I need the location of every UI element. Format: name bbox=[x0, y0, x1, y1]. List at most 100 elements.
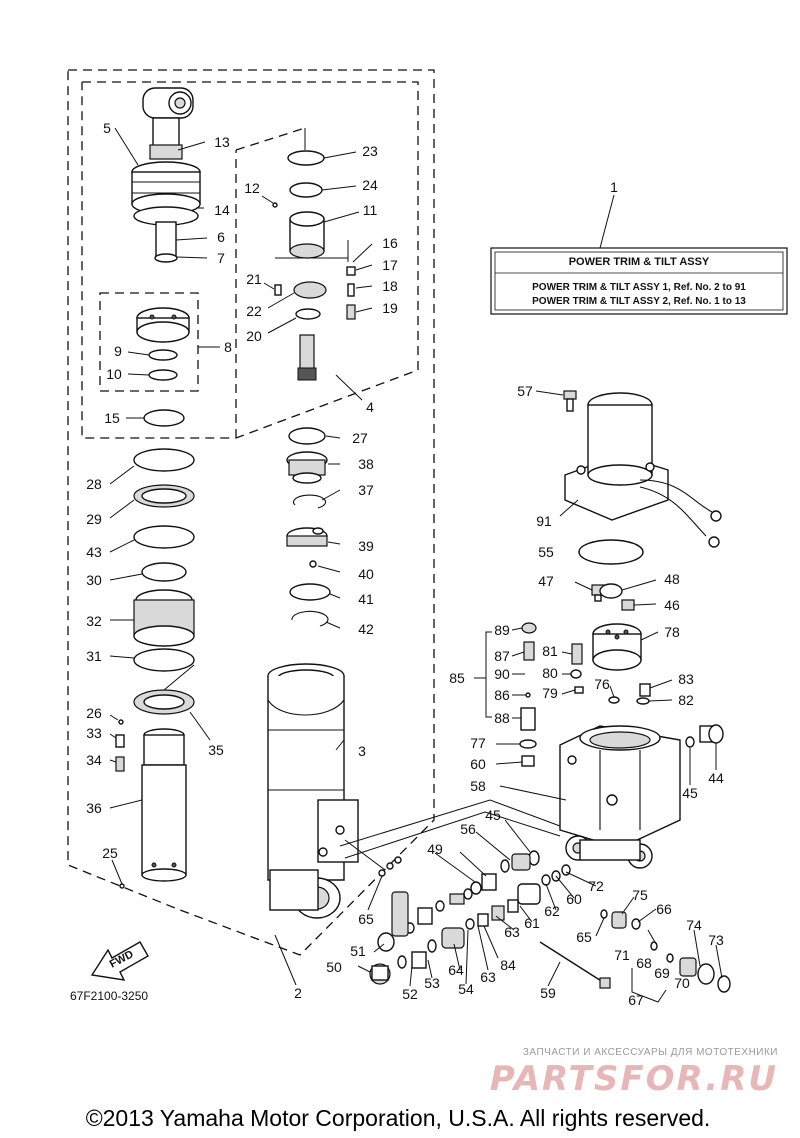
callout-76: 76 bbox=[594, 676, 610, 692]
callout-22: 22 bbox=[246, 303, 262, 319]
tilt-motor-91 bbox=[564, 392, 722, 548]
callout-54: 54 bbox=[458, 981, 474, 997]
callout-65: 65 bbox=[358, 911, 374, 927]
callout-26: 26 bbox=[86, 705, 102, 721]
callout-25: 25 bbox=[102, 845, 118, 861]
callout-65b: 65 bbox=[576, 929, 592, 945]
callout-51: 51 bbox=[350, 943, 366, 959]
forward-direction-arrow: FWD bbox=[90, 941, 149, 981]
callout-86: 86 bbox=[494, 687, 510, 703]
callout-49: 49 bbox=[427, 841, 443, 857]
callout-38: 38 bbox=[358, 456, 374, 472]
callout-64: 64 bbox=[448, 962, 464, 978]
callout-83: 83 bbox=[678, 671, 694, 687]
callout-42: 42 bbox=[358, 621, 374, 637]
assembly-box-line-2: POWER TRIM & TILT ASSY 2, Ref. No. 1 to … bbox=[532, 296, 746, 307]
callout-35: 35 bbox=[208, 742, 224, 758]
callout-33: 33 bbox=[86, 725, 102, 741]
callout-52: 52 bbox=[402, 986, 418, 1002]
callout-78: 78 bbox=[664, 624, 680, 640]
callout-41: 41 bbox=[358, 591, 374, 607]
callout-34: 34 bbox=[86, 752, 102, 768]
pump-body-58 bbox=[559, 725, 681, 869]
subassembly-outline-8 bbox=[99, 292, 220, 392]
callout-2: 2 bbox=[294, 985, 302, 1001]
callout-61: 61 bbox=[524, 915, 540, 931]
dowel-pins-65 bbox=[344, 839, 402, 911]
callout-63: 63 bbox=[504, 924, 520, 940]
callout-4: 4 bbox=[366, 399, 374, 415]
callout-48: 48 bbox=[664, 571, 680, 587]
center-top-seals bbox=[272, 128, 349, 262]
callout-56: 56 bbox=[460, 821, 476, 837]
o-ring-55 bbox=[578, 539, 644, 565]
assembly-reference-box: POWER TRIM & TILT ASSY POWER TRIM & TILT… bbox=[490, 194, 788, 315]
seal-77-60 bbox=[519, 739, 537, 767]
callout-43: 43 bbox=[86, 544, 102, 560]
callout-70: 70 bbox=[674, 975, 690, 991]
tilt-cylinder-3 bbox=[267, 663, 359, 919]
watermark-brand: PARTSFOR.RU bbox=[490, 1059, 778, 1099]
callout-9: 9 bbox=[114, 343, 122, 359]
callout-21: 21 bbox=[246, 271, 262, 287]
assembly-outline-2 bbox=[67, 69, 435, 986]
callout-18: 18 bbox=[382, 278, 398, 294]
cylinder-cap-32 bbox=[133, 589, 195, 647]
callout-13: 13 bbox=[214, 134, 230, 150]
piston-subassembly bbox=[136, 307, 190, 381]
callout-27: 27 bbox=[352, 430, 368, 446]
callout-72: 72 bbox=[588, 878, 604, 894]
pump-78 bbox=[592, 623, 642, 671]
callout-19: 19 bbox=[382, 300, 398, 316]
callout-16: 16 bbox=[382, 235, 398, 251]
callout-60: 60 bbox=[470, 756, 486, 772]
callout-62: 62 bbox=[544, 903, 560, 919]
watermark-tagline: ЗАПЧАСТИ И АКСЕССУАРЫ ДЛЯ МОТОТЕХНИКИ bbox=[523, 1047, 778, 1058]
valve-parts-79-89 bbox=[474, 622, 651, 731]
callout-73: 73 bbox=[708, 932, 724, 948]
callout-11: 11 bbox=[363, 202, 378, 218]
callout-17: 17 bbox=[382, 257, 398, 273]
callout-77: 77 bbox=[470, 735, 486, 751]
callout-1: 1 bbox=[610, 179, 618, 195]
callout-36: 36 bbox=[86, 800, 102, 816]
callout-29: 29 bbox=[86, 511, 102, 527]
diagram-code: 67F2100-3250 bbox=[70, 989, 148, 1003]
callout-46: 46 bbox=[664, 597, 680, 613]
seal-35 bbox=[133, 689, 195, 715]
callout-32: 32 bbox=[86, 613, 102, 629]
callout-66: 66 bbox=[656, 901, 672, 917]
callout-45b: 45 bbox=[485, 807, 501, 823]
callout-6: 6 bbox=[217, 229, 225, 245]
assembly-box-title: POWER TRIM & TILT ASSY bbox=[569, 256, 710, 268]
callout-75: 75 bbox=[632, 887, 648, 903]
tilt-ram-top bbox=[131, 87, 201, 263]
cylinder-tube-36 bbox=[119, 728, 187, 889]
o-ring-15 bbox=[143, 409, 185, 427]
callout-15: 15 bbox=[104, 410, 120, 426]
valve-stack-right bbox=[539, 909, 731, 1003]
callout-84: 84 bbox=[500, 957, 516, 973]
callout-74: 74 bbox=[686, 917, 702, 933]
callout-28: 28 bbox=[86, 476, 102, 492]
callout-numbers: 1 2 3 4 5 6 7 8 9 10 11 12 13 14 15 16 1… bbox=[86, 120, 724, 1008]
callout-31: 31 bbox=[86, 648, 102, 664]
leader-lines bbox=[109, 127, 723, 987]
callout-10: 10 bbox=[106, 366, 122, 382]
callout-39: 39 bbox=[358, 538, 374, 554]
callout-30: 30 bbox=[86, 572, 102, 588]
assembly-box-line-1: POWER TRIM & TILT ASSY 1, Ref. No. 2 to … bbox=[532, 282, 746, 293]
bottom-assembly-outline bbox=[339, 799, 561, 859]
callout-89: 89 bbox=[494, 622, 510, 638]
callout-5: 5 bbox=[103, 120, 111, 136]
callout-40: 40 bbox=[358, 566, 374, 582]
callout-59: 59 bbox=[540, 985, 556, 1001]
cylinder-seals bbox=[133, 448, 195, 582]
callout-79: 79 bbox=[542, 685, 558, 701]
callout-53: 53 bbox=[424, 975, 440, 991]
bolt-57 bbox=[563, 390, 577, 412]
callout-68: 68 bbox=[636, 955, 652, 971]
callout-55: 55 bbox=[538, 544, 554, 560]
callout-67: 67 bbox=[628, 992, 644, 1008]
